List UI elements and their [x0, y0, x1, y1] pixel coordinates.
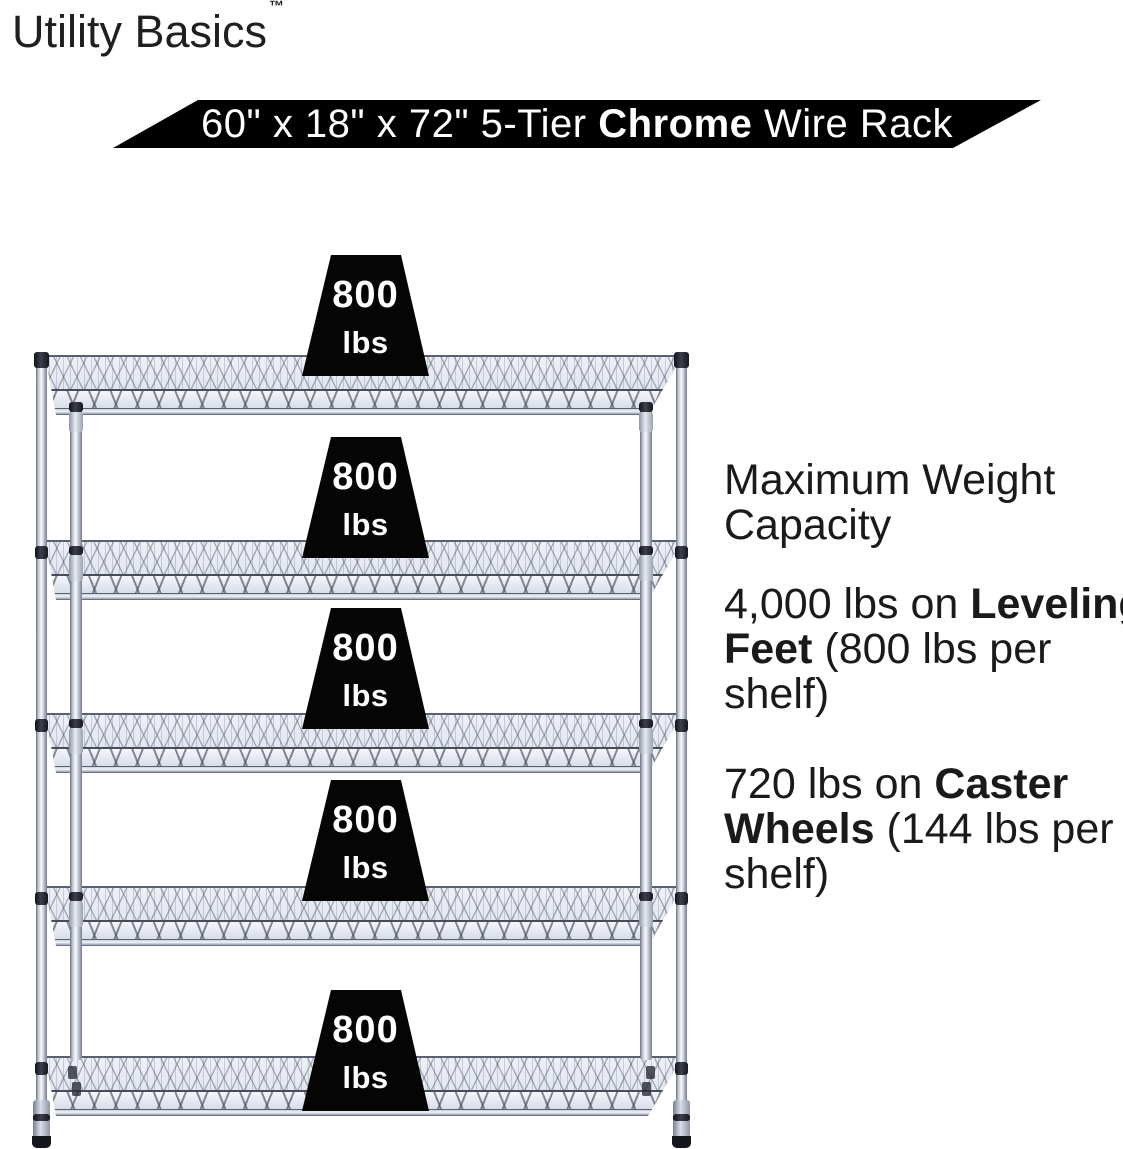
- shelf-bottom-rail: [45, 940, 683, 946]
- max-weight-heading: Maximum Weight Capacity: [724, 458, 1120, 548]
- foot-base: [32, 1136, 51, 1148]
- weight-value: 800: [332, 456, 399, 498]
- post-collar: [675, 719, 688, 732]
- rear-foot-mark: [72, 1082, 81, 1096]
- caster-wheels-capacity-text: 720 lbs on Caster Wheels (144 lbs per sh…: [724, 760, 1114, 898]
- shelf-front-band: [45, 747, 683, 767]
- heading-line: Capacity: [724, 501, 892, 549]
- shelf-front-band: [45, 389, 683, 409]
- post-collar: [69, 546, 83, 555]
- foot-base: [672, 1136, 691, 1148]
- post-sleeve: [69, 728, 83, 754]
- post-collar: [35, 719, 48, 732]
- weight-unit: lbs: [342, 677, 389, 713]
- post-sleeve: [639, 728, 653, 754]
- post-sleeve: [639, 412, 653, 432]
- shelf-bottom-rail: [45, 1110, 683, 1116]
- post-top-cap: [674, 352, 689, 368]
- post-sleeve: [69, 901, 83, 927]
- trademark-symbol: ™: [269, 0, 285, 15]
- post-collar: [35, 1062, 48, 1075]
- shelf-bottom-rail: [45, 594, 683, 600]
- weight-unit: lbs: [342, 1059, 389, 1095]
- post-sleeve: [69, 412, 83, 432]
- weight-unit: lbs: [342, 849, 389, 885]
- banner-title-bold: Chrome: [598, 102, 753, 146]
- post-collar: [675, 892, 688, 905]
- post-collar: [639, 892, 653, 901]
- post-collar: [69, 892, 83, 901]
- post-collar: [35, 892, 48, 905]
- post-collar: [69, 402, 83, 412]
- post-collar: [35, 546, 48, 559]
- post-collar: [639, 719, 653, 728]
- post-collar: [675, 546, 688, 559]
- rear-foot-mark: [68, 1066, 77, 1079]
- post-collar: [639, 402, 653, 412]
- shelf-bottom-rail: [45, 409, 683, 415]
- rear-foot-mark: [646, 1066, 655, 1079]
- post-collar: [69, 719, 83, 728]
- weight-unit: lbs: [342, 506, 389, 542]
- post-collar: [639, 546, 653, 555]
- rear-foot-mark: [642, 1082, 651, 1096]
- heading-line: Maximum Weight: [724, 456, 1056, 504]
- post-sleeve: [639, 555, 653, 581]
- weight-icon-tier-1: 800 lbs: [302, 255, 429, 376]
- weight-value: 800: [332, 799, 399, 841]
- title-banner: 60" x 18" x 72" 5-Tier Chrome Wire Rack: [113, 100, 1041, 148]
- weight-value: 800: [332, 1009, 399, 1051]
- leveling-feet-capacity-text: 4,000 lbs on Leveling Feet (800 lbs per …: [724, 580, 1123, 718]
- post-sleeve: [69, 555, 83, 581]
- brand-name: Utility Basics: [12, 6, 268, 57]
- foot-ring: [673, 1114, 690, 1121]
- post-collar: [675, 1062, 688, 1075]
- shelf-front-band: [45, 920, 683, 940]
- weight-value: 800: [332, 274, 399, 316]
- post-top-cap: [34, 352, 49, 368]
- shelf-front-band: [45, 574, 683, 594]
- shelf-bottom-rail: [45, 767, 683, 773]
- foot-ring: [33, 1114, 50, 1121]
- post-sleeve: [639, 901, 653, 927]
- weight-value: 800: [332, 627, 399, 669]
- weight-unit: lbs: [342, 324, 389, 360]
- banner-title: 60" x 18" x 72" 5-Tier Chrome Wire Rack: [201, 102, 953, 146]
